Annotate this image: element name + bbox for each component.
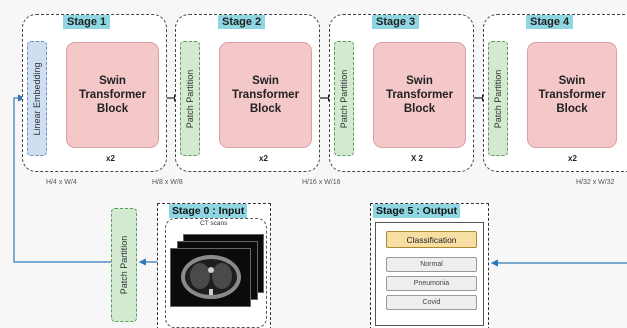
swin-line-2: Transformer	[385, 89, 454, 101]
stage-4-title: Stage 4	[526, 15, 574, 29]
swin-line-1: Swin	[558, 75, 586, 87]
stage-1-embedding-label: Linear Embedding	[32, 61, 42, 136]
stage-3-partition-label: Patch Partition	[339, 69, 349, 128]
stage-3-multiplier: X 2	[411, 154, 424, 163]
swin-line-2: Transformer	[538, 89, 606, 101]
stage-0-title: Stage 0 : Input	[169, 204, 248, 218]
stage-2-dim: H/8 x W/8	[152, 179, 183, 186]
input-patch-partition: Patch Partition	[111, 208, 137, 322]
output-class-normal: Normal	[386, 257, 477, 272]
stage-4-dim: H/32 x W/32	[576, 179, 615, 186]
stage-2-patch-partition: Patch Partition	[180, 41, 200, 156]
stage-3-swin-block: Swin Transformer Block	[373, 42, 466, 148]
stage-2-title: Stage 2	[218, 15, 266, 29]
stage-3-patch-partition: Patch Partition	[334, 41, 354, 156]
stage-1-swin-block: Swin Transformer Block	[66, 42, 159, 148]
output-class-pneumonia: Pneumonia	[386, 276, 477, 291]
swin-line-2: Transformer	[78, 89, 147, 101]
stage-1-title: Stage 1	[63, 15, 111, 29]
swin-line-3: Block	[403, 103, 436, 115]
stage-4-patch-partition: Patch Partition	[488, 41, 508, 156]
swin-line-2: Transformer	[231, 89, 300, 101]
stage-5-title: Stage 5 : Output	[373, 204, 461, 218]
input-patch-partition-label: Patch Partition	[119, 235, 129, 295]
stage-4-multiplier: x2	[568, 154, 577, 163]
output-group: Classification Normal Pneumonia Covid	[375, 222, 484, 326]
swin-line-1: Swin	[252, 75, 279, 87]
swin-line-1: Swin	[406, 75, 433, 87]
output-classification: Classification	[386, 231, 477, 248]
swin-line-3: Block	[249, 103, 282, 115]
output-class-covid: Covid	[386, 295, 477, 310]
stage-3-dim: H/16 x W/16	[302, 179, 341, 186]
stage-3-title: Stage 3	[372, 15, 420, 29]
stage-4-partition-label: Patch Partition	[493, 69, 503, 128]
ct-slice-drawing	[181, 255, 241, 299]
ct-scans-caption: CT scans	[200, 220, 228, 227]
stage-1-dim: H/4 x W/4	[46, 179, 77, 186]
stage-2-swin-block: Swin Transformer Block	[219, 42, 312, 148]
swin-line-3: Block	[556, 103, 588, 115]
stage-2-multiplier: x2	[259, 154, 268, 163]
ct-scan-image-front	[170, 248, 251, 307]
stage-4-swin-block: Swin Transformer Block	[527, 42, 617, 148]
stage-1-embedding: Linear Embedding	[27, 41, 47, 156]
stage-1-multiplier: x2	[106, 154, 115, 163]
swin-line-3: Block	[96, 103, 129, 115]
stage-2-partition-label: Patch Partition	[185, 69, 195, 128]
swin-line-1: Swin	[99, 75, 126, 87]
